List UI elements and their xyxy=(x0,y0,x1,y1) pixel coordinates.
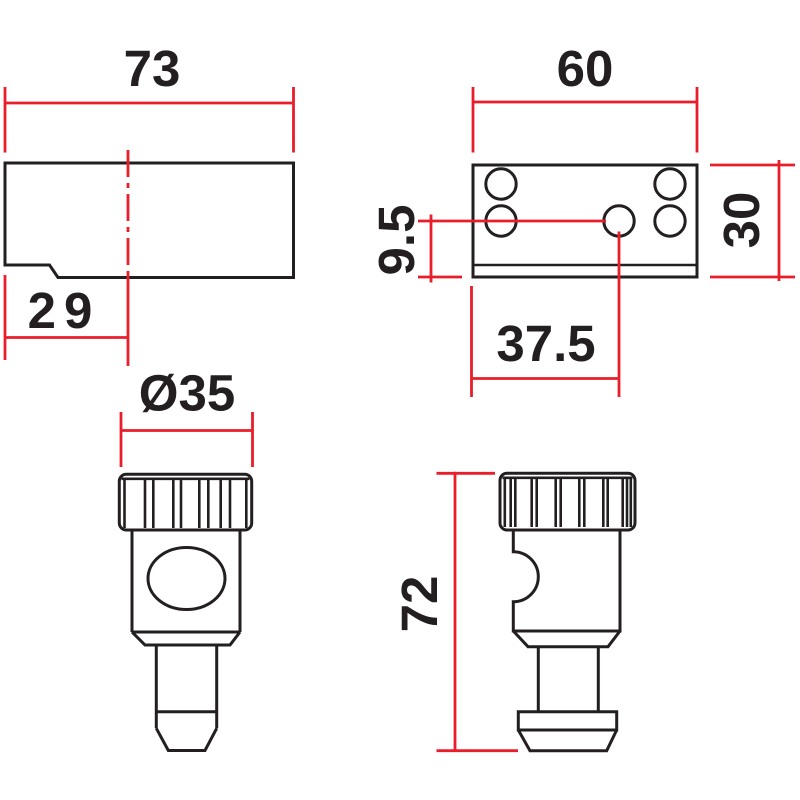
dimension-37p5: 37.5 xyxy=(470,231,621,397)
view-body-side: 73 29 xyxy=(3,40,295,366)
front-shoulder xyxy=(130,630,242,647)
dimension-29: 29 xyxy=(3,275,128,360)
side-cap-knurling xyxy=(503,478,633,527)
dim-73-label: 73 xyxy=(124,40,181,97)
dim-72-label: 72 xyxy=(391,576,448,633)
dim-9p5-label: 9.5 xyxy=(368,205,425,276)
front-cap-outline xyxy=(117,472,254,532)
dimension-d35: Ø35 xyxy=(119,365,254,467)
front-cap-knurling xyxy=(123,479,248,528)
dim-60-label: 60 xyxy=(557,40,614,97)
side-shoulder xyxy=(512,629,622,649)
body-side-outline xyxy=(3,161,295,279)
hole-bottom-right xyxy=(653,204,687,238)
dimension-60: 60 xyxy=(471,40,699,153)
dimension-30: 30 xyxy=(710,160,795,281)
view-connector-side: 72 xyxy=(391,471,637,753)
dim-30-label: 30 xyxy=(713,192,770,249)
side-stem xyxy=(536,646,600,712)
side-body-outline xyxy=(511,530,622,633)
dim-29-label: 29 xyxy=(28,282,101,339)
view-connector-front: Ø35 xyxy=(117,365,254,752)
dim-37p5-label: 37.5 xyxy=(496,315,595,372)
front-body-oval xyxy=(146,546,227,611)
front-body-outline xyxy=(130,530,242,634)
side-cap-outline xyxy=(498,471,637,532)
dimension-73: 73 xyxy=(3,40,295,153)
hole-top-right xyxy=(653,167,687,201)
side-flange-and-tip xyxy=(516,710,619,753)
front-nozzle xyxy=(154,645,219,752)
dimension-72: 72 xyxy=(391,471,518,753)
dim-d35-label: Ø35 xyxy=(139,365,235,422)
dimension-9p5: 9.5 xyxy=(368,205,606,283)
view-plate-top: 60 30 9.5 37.5 xyxy=(368,40,795,397)
hole-top-left xyxy=(484,167,518,201)
